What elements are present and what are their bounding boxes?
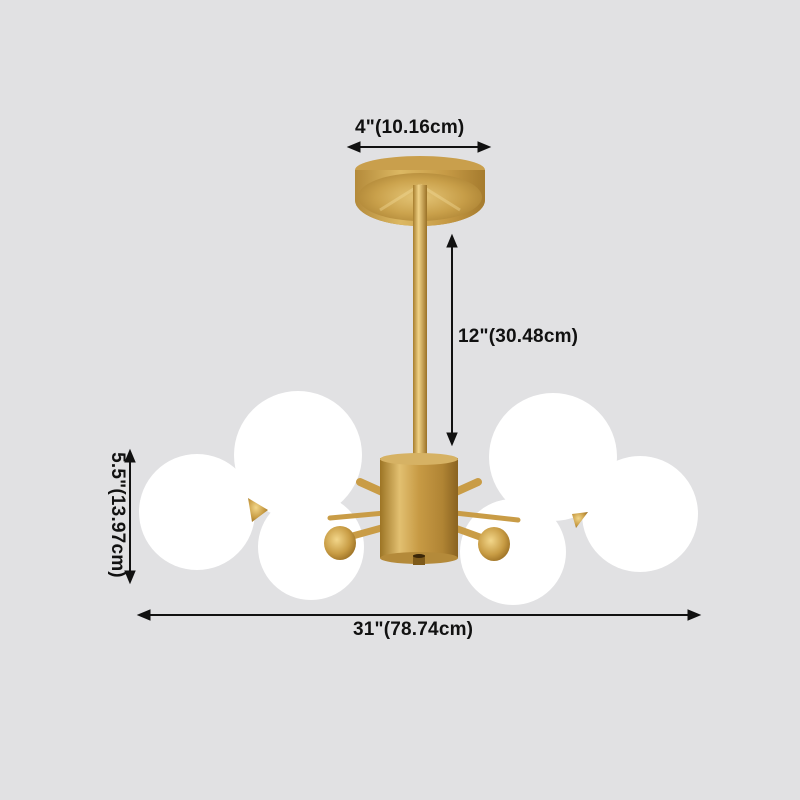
globe-back-left bbox=[234, 391, 362, 519]
globe-far-left bbox=[139, 454, 255, 570]
down-rod bbox=[413, 185, 427, 460]
socket-cup-front-right bbox=[478, 527, 510, 561]
globe-front-left bbox=[258, 494, 364, 600]
rod-length-label: 12"(30.48cm) bbox=[458, 326, 579, 347]
socket-cup-right bbox=[572, 512, 588, 528]
globe-front-right bbox=[460, 499, 566, 605]
canopy-width-label: 4"(10.16cm) bbox=[355, 117, 465, 138]
globe-far-right bbox=[582, 456, 698, 572]
globe-back-right bbox=[489, 393, 617, 521]
globe-height-label: 5.5"(13.97cm) bbox=[107, 452, 128, 578]
socket-cup-left bbox=[248, 498, 268, 522]
central-hub bbox=[380, 453, 458, 565]
overall-width-label: 31"(78.74cm) bbox=[353, 619, 474, 640]
dimension-arrows bbox=[124, 141, 702, 621]
socket-cup-front-left bbox=[324, 526, 356, 560]
